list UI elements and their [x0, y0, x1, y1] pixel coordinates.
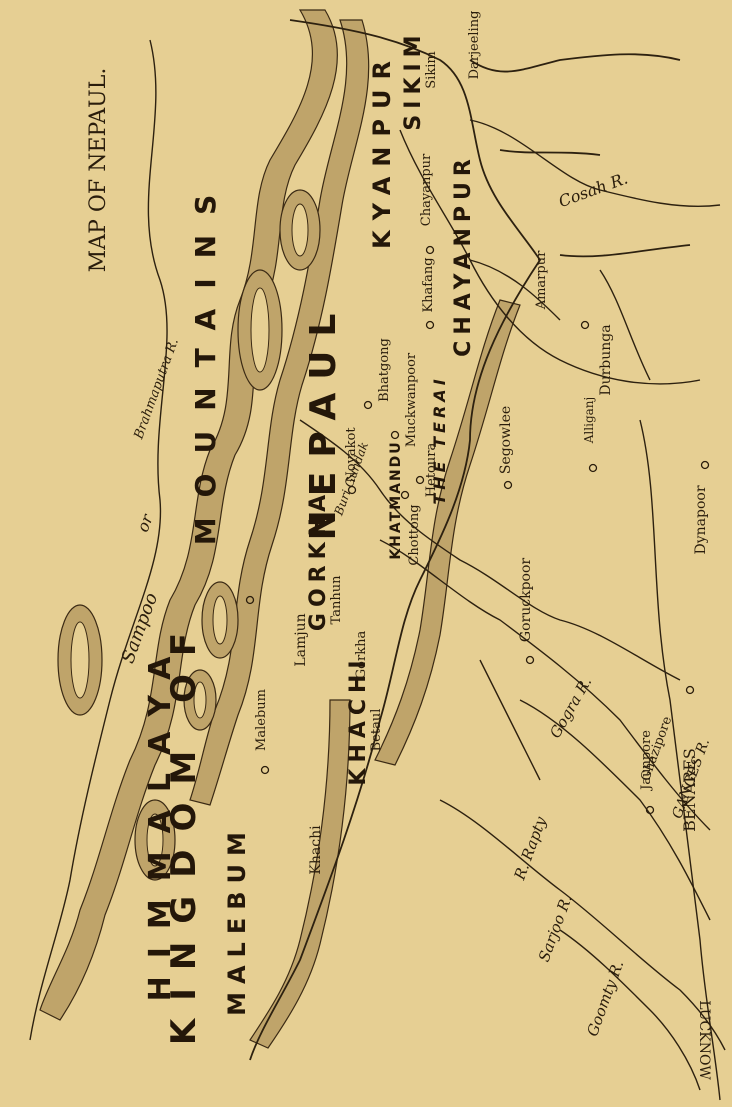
town-benares: BENARES — [680, 748, 699, 832]
gogra-river — [379, 539, 711, 831]
town-gorkha: Gorkha — [354, 631, 369, 680]
cosah-river — [399, 129, 701, 385]
rivers — [29, 39, 726, 1101]
sarjoo-river — [439, 799, 726, 1051]
dynapoor-marker — [700, 460, 710, 470]
town-muckwanpoor: Muckwanpoor — [404, 352, 419, 447]
region-khachi: KHACHI — [346, 654, 371, 785]
ghazipore-marker — [685, 685, 695, 695]
town-sikim: Sikim — [424, 51, 439, 88]
region-sikim: SIKIM — [401, 29, 426, 130]
segowlee-marker — [503, 480, 513, 490]
durbunga-marker — [580, 320, 590, 330]
town-tanhun: Tanhun — [329, 575, 344, 625]
malebum-marker — [260, 765, 270, 775]
town-hetoura: Hetoura — [424, 443, 439, 498]
chayanpur-marker — [425, 245, 435, 255]
town-bhatgong: Bhatgong — [377, 338, 392, 402]
region-nepaul: NEPAUL — [303, 300, 344, 541]
goomty-river — [559, 929, 701, 1091]
tributary-1 — [599, 269, 651, 381]
bagmati-river — [469, 259, 561, 321]
khafang-marker — [425, 320, 435, 330]
region-mountains: MOUNTAINS — [189, 175, 222, 545]
rapty-river — [519, 699, 711, 921]
region-kingdom: KINGDOM OF — [164, 615, 204, 1045]
ganges-river — [639, 419, 721, 1101]
town-goruckpoor: Goruckpoor — [518, 558, 534, 642]
region-malebum: MALEBUM — [223, 824, 251, 1016]
town-amarpur: Amarpur — [534, 250, 549, 310]
town-darjeeling: Darjeeling — [467, 11, 482, 80]
map-title: MAP OF NEPAUL. — [86, 68, 111, 273]
town-dynapoor: Dynapoor — [693, 485, 709, 554]
region-chayanpur: CHAYANPUR — [451, 153, 476, 357]
town-khachi: Khachi — [308, 825, 324, 875]
town-chottong: Chottong — [407, 504, 422, 565]
goruckpoor-marker — [525, 655, 535, 665]
jaunpore-marker — [645, 805, 655, 815]
sampoo-river — [29, 39, 168, 1041]
lamjun-marker — [245, 595, 255, 605]
town-lucknow: LUCKNOW — [696, 1000, 712, 1080]
alliganj-marker — [588, 463, 598, 473]
town-jaunpore: Jaunpore — [639, 730, 654, 792]
town-segowlee: Segowlee — [498, 406, 514, 474]
region-himmalaya: HIMMALAYA — [143, 639, 178, 1002]
nepaul-border — [249, 19, 691, 1061]
region-gorkha: GORKHA — [306, 489, 331, 631]
hetoura-marker — [415, 475, 425, 485]
towns: Lamjun Tanhun Gorkha Malebum Khachi Beta… — [245, 11, 712, 1080]
region-kyanpur: KYANPUR — [368, 51, 396, 249]
himalaya-range — [39, 9, 521, 1049]
town-lamjun: Lamjun — [293, 613, 309, 666]
noyakot-marker — [347, 485, 357, 495]
bhatgong-marker — [363, 400, 373, 410]
town-khafang: Khafang — [421, 257, 436, 312]
muckwanpoor-marker — [390, 430, 400, 440]
town-durbunga: Durbunga — [598, 324, 614, 395]
tributary-2 — [479, 659, 541, 781]
region-terai: THE TERAI — [430, 375, 449, 504]
chottong-marker — [400, 490, 410, 500]
town-betaul: Betaul — [369, 709, 384, 752]
town-chayanpur: Chayanpur — [419, 153, 434, 226]
town-malebum: Malebum — [254, 689, 269, 751]
town-noyakot: Noyakot — [344, 427, 359, 483]
gandak-river — [299, 419, 681, 681]
cosah-river-upper — [469, 119, 721, 208]
town-alliganj: Alliganj — [582, 397, 596, 444]
region-khatmandu: KHATMANDU — [388, 440, 404, 559]
